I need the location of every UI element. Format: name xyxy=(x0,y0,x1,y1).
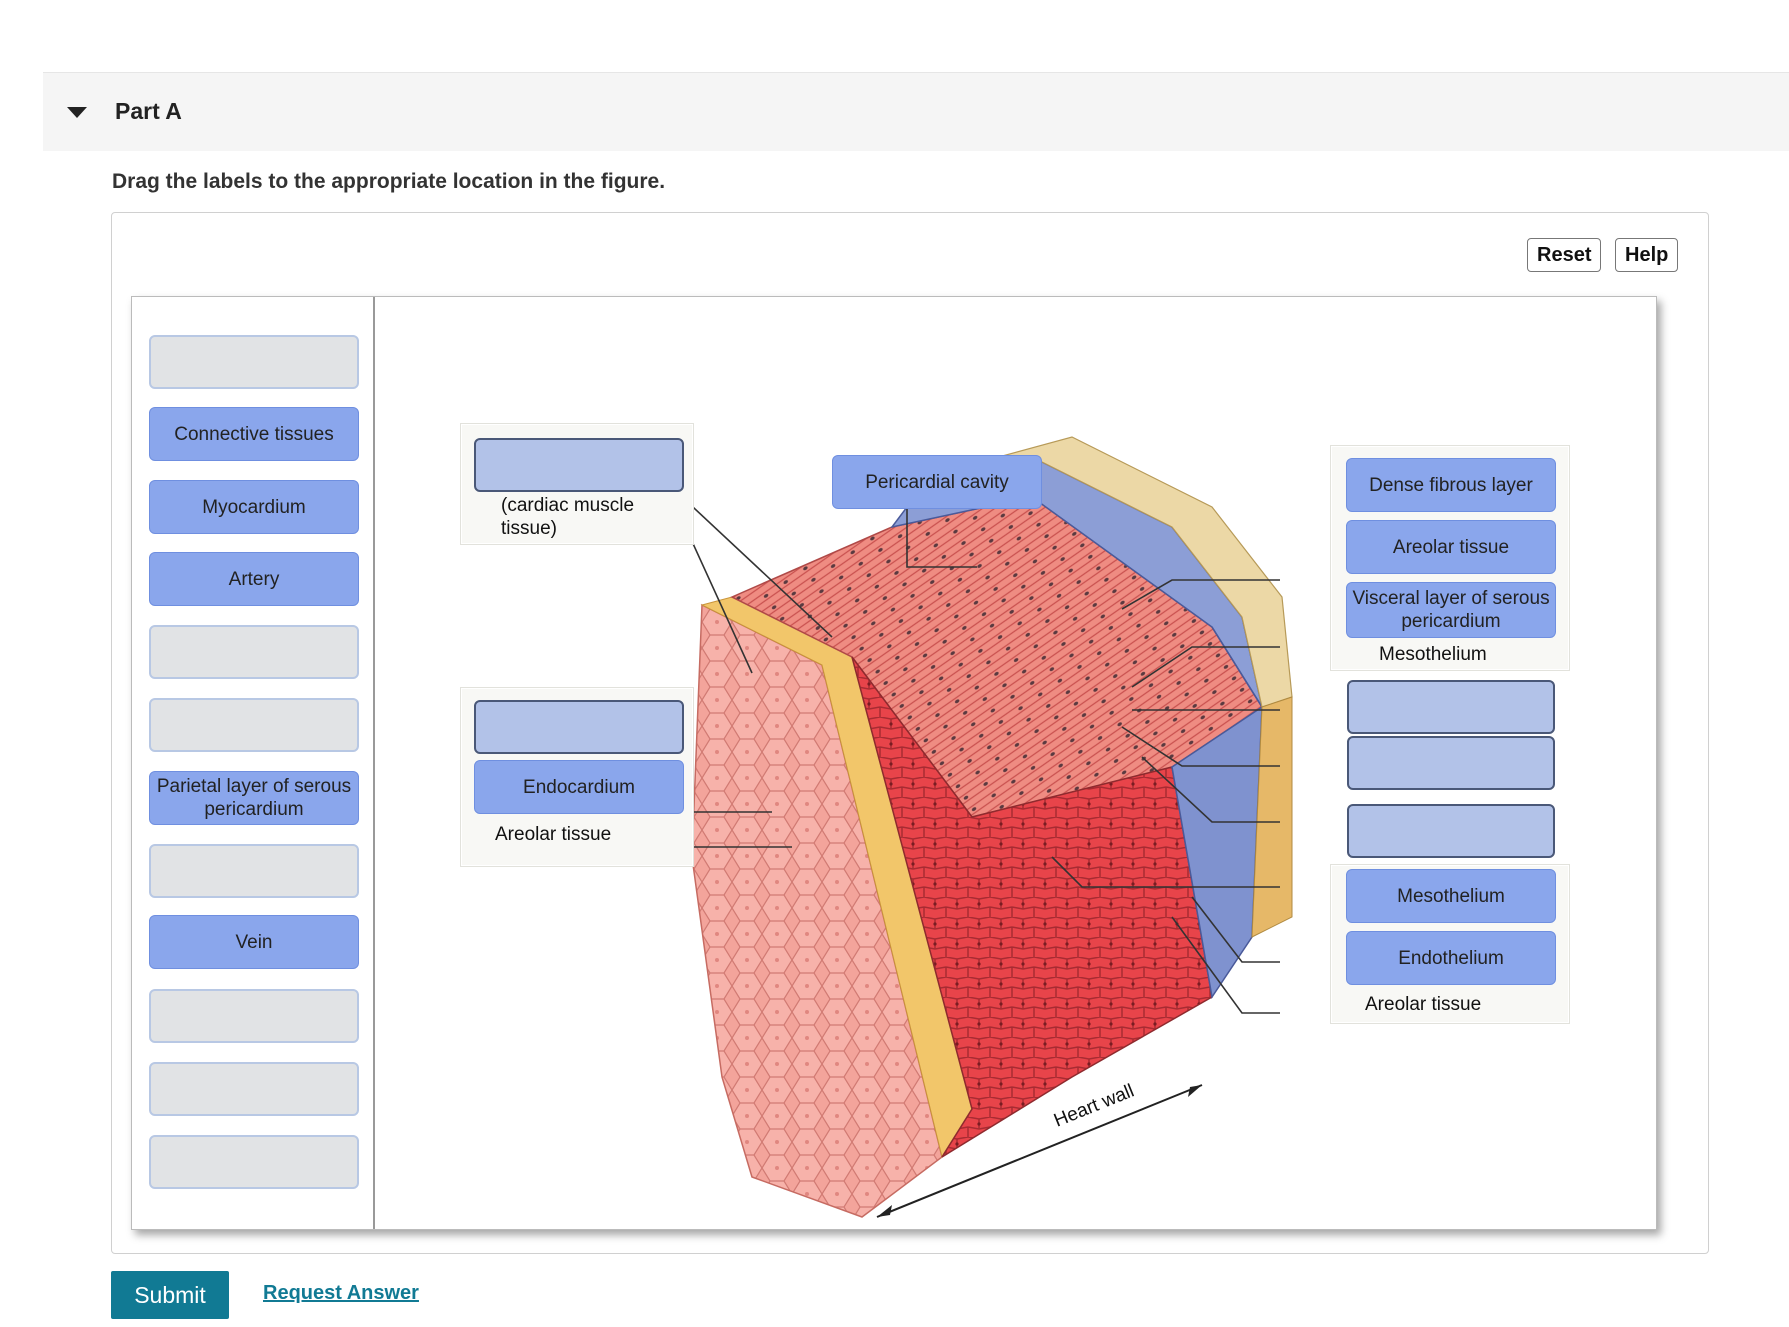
placed-dense-fibrous-layer[interactable]: Dense fibrous layer xyxy=(1346,458,1556,512)
caret-down-icon[interactable] xyxy=(67,107,87,118)
placed-visceral-layer[interactable]: Visceral layer of serous pericardium xyxy=(1346,582,1556,638)
drag-drop-board: Connective tissues Myocardium Artery Par… xyxy=(131,296,1657,1230)
placed-endocardium[interactable]: Endocardium xyxy=(474,760,684,814)
placed-pericardial-cavity[interactable]: Pericardial cavity xyxy=(832,455,1042,509)
heart-wall-illustration: Heart wall xyxy=(592,436,1293,1218)
request-answer-link[interactable]: Request Answer xyxy=(263,1282,419,1304)
placed-areolar-tissue[interactable]: Areolar tissue xyxy=(1346,520,1556,574)
label-artery[interactable]: Artery xyxy=(149,552,359,606)
part-header[interactable]: Part A xyxy=(43,73,1789,151)
label-slot-empty[interactable] xyxy=(149,625,359,679)
placed-endothelium[interactable]: Endothelium xyxy=(1346,931,1556,985)
submit-button[interactable]: Submit xyxy=(111,1271,229,1319)
heart-wall-label: Heart wall xyxy=(1051,1081,1137,1132)
cardiac-muscle-caption: (cardiac muscle tissue) xyxy=(501,495,635,539)
areolar-tissue-text: Areolar tissue xyxy=(495,824,612,845)
drop-target-right-2[interactable] xyxy=(1347,736,1555,790)
label-slot-empty[interactable] xyxy=(149,844,359,898)
mesothelium-text: Mesothelium xyxy=(1379,644,1487,665)
vessel-layers-box: Mesothelium Endothelium Areolar tissue xyxy=(1330,864,1570,1024)
part-title: Part A xyxy=(115,98,182,124)
label-slot-empty[interactable] xyxy=(149,1062,359,1116)
label-connective-tissues[interactable]: Connective tissues xyxy=(149,407,359,461)
label-slot-empty[interactable] xyxy=(149,698,359,752)
pericardium-layers-box: Dense fibrous layer Areolar tissue Visce… xyxy=(1330,445,1570,671)
drop-target-cardiac-muscle[interactable] xyxy=(474,438,684,492)
cardiac-muscle-box: (cardiac muscle tissue) xyxy=(460,423,694,545)
help-button[interactable]: Help xyxy=(1615,238,1679,272)
label-myocardium[interactable]: Myocardium xyxy=(149,480,359,534)
label-slot-empty[interactable] xyxy=(149,1135,359,1189)
top-divider xyxy=(43,72,1789,73)
label-slot-empty[interactable] xyxy=(149,335,359,389)
label-slot-empty[interactable] xyxy=(149,989,359,1043)
label-vein[interactable]: Vein xyxy=(149,915,359,969)
drop-target-endocardium-group[interactable] xyxy=(474,700,684,754)
heart-wall-figure: Heart wall (cardiac muscle tissue) Endoc… xyxy=(132,297,1656,1229)
instructions: Drag the labels to the appropriate locat… xyxy=(112,170,666,193)
reset-button[interactable]: Reset xyxy=(1527,238,1602,272)
placed-mesothelium[interactable]: Mesothelium xyxy=(1346,869,1556,923)
areolar-tissue-text-right: Areolar tissue xyxy=(1365,994,1482,1015)
label-bank: Connective tissues Myocardium Artery Par… xyxy=(132,297,375,1229)
drop-target-right-1[interactable] xyxy=(1347,680,1555,734)
endocardium-box: Endocardium Areolar tissue xyxy=(460,687,694,867)
label-parietal-layer[interactable]: Parietal layer of serous pericardium xyxy=(149,771,359,825)
drop-target-right-3[interactable] xyxy=(1347,804,1555,858)
